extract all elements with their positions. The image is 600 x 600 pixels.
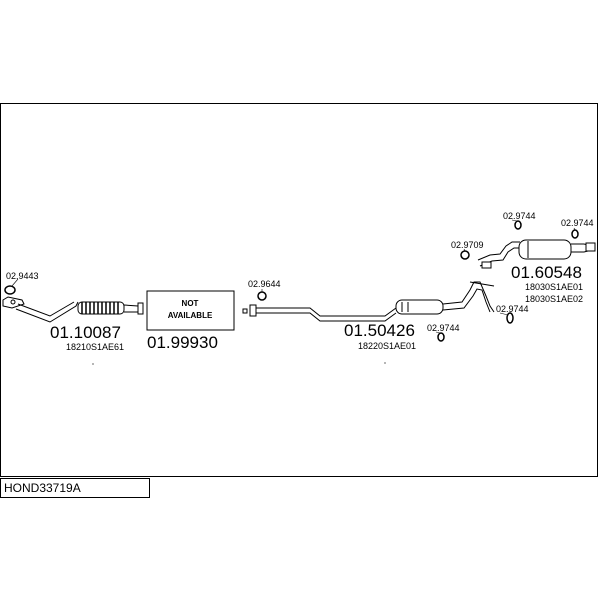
dot-mark — [92, 363, 94, 365]
accessory-label[interactable]: 02.9709 — [451, 240, 484, 250]
hanger-rubber-5[interactable] — [437, 332, 445, 342]
part-number[interactable]: 01.99930 — [147, 333, 218, 352]
not-available-line1: NOT — [182, 299, 199, 308]
front-pipe[interactable] — [2, 296, 144, 323]
part-number[interactable]: 01.10087 — [50, 323, 121, 342]
front-pipe-gasket[interactable] — [4, 285, 16, 295]
diagram-frame — [0, 103, 598, 477]
silencer-rubber-3[interactable] — [571, 229, 579, 239]
dot-mark — [384, 362, 386, 364]
oem-number: 18220S1AE01 — [358, 341, 416, 351]
centre-pipe-gasket[interactable] — [257, 291, 267, 301]
accessory-label[interactable]: 02.9744 — [503, 211, 536, 221]
accessory-label[interactable]: 02.9644 — [248, 279, 281, 289]
silencer-rubber-2[interactable] — [514, 220, 522, 230]
rear-silencer[interactable] — [477, 239, 596, 267]
centre-pipe[interactable] — [249, 281, 495, 322]
not-available-box: NOT AVAILABLE — [146, 290, 235, 331]
silencer-rubber-1[interactable] — [460, 250, 492, 269]
leader-lines — [11, 219, 576, 334]
oem-number: 18030S1AE02 — [525, 294, 583, 304]
accessory-label[interactable]: 02.9744 — [561, 218, 594, 228]
accessory-label[interactable]: 02.9443 — [6, 271, 39, 281]
hanger-rubber-4[interactable] — [506, 312, 514, 324]
accessory-label[interactable]: 02.9744 — [427, 323, 460, 333]
small-connector — [242, 308, 248, 314]
part-number[interactable]: 01.50426 — [344, 321, 415, 340]
accessory-label[interactable]: 02.9744 — [496, 304, 529, 314]
oem-number: 18210S1AE61 — [66, 342, 124, 352]
part-number[interactable]: 01.60548 — [511, 263, 582, 282]
oem-number: 18030S1AE01 — [525, 282, 583, 292]
diagram-title: HOND33719A — [0, 478, 150, 498]
not-available-line2: AVAILABLE — [168, 311, 213, 320]
